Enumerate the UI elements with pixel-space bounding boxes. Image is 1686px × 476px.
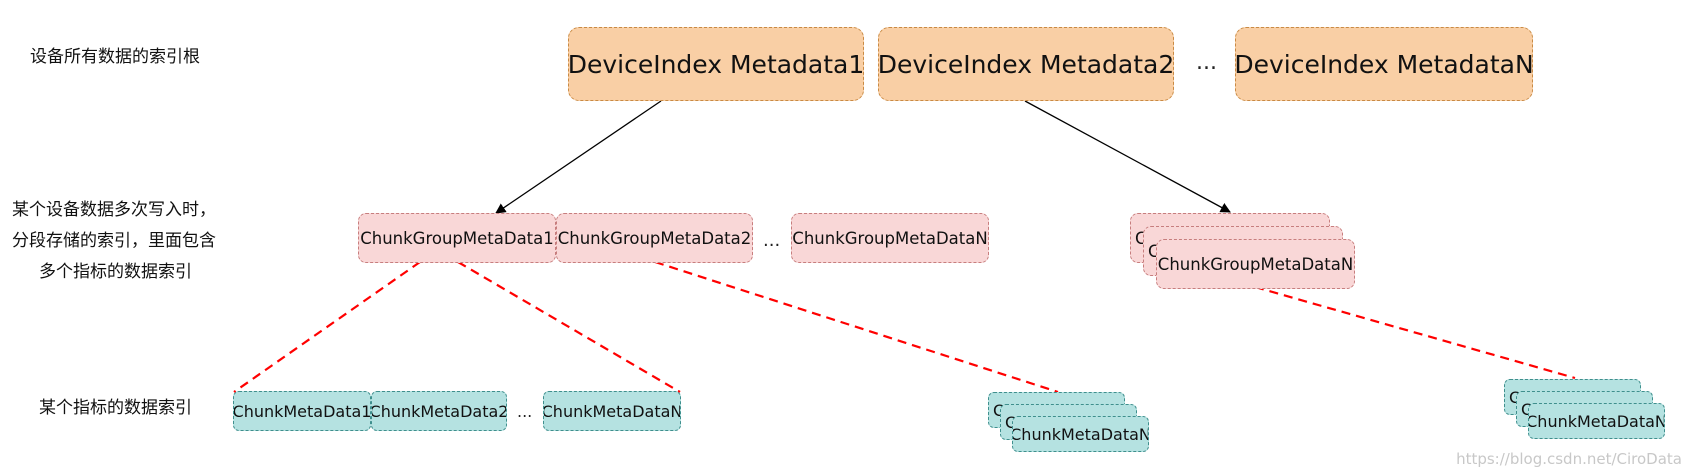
chunk-index-label: 某个指标的数据索引 [39, 398, 192, 418]
chunk-group-metadata-n: ChunkGroupMetaDataN [791, 213, 989, 263]
chunk-group-stack-front: ChunkGroupMetaDataN [1156, 239, 1355, 289]
chunk-metadata-1: ChunkMetaData1 [233, 391, 371, 431]
arrow-metadata2-to-chunkgroup-stack [1024, 100, 1231, 213]
chunk-stack-a-front: ChunkMetaDataN [1012, 416, 1149, 452]
chunk-group-ellipsis: ... [763, 230, 781, 251]
arrow-metadata1-to-chunkgroup1 [495, 100, 662, 214]
chunk-group-label-line-3: 多个指标的数据索引 [39, 262, 192, 282]
chunk-metadata-2: ChunkMetaData2 [371, 391, 507, 431]
chunk-metadata-n: ChunkMetaDataN [543, 391, 681, 431]
chunk-group-metadata-1: ChunkGroupMetaData1 [358, 213, 556, 263]
chunk-group-label-line-2: 分段存储的索引，里面包含 [12, 231, 216, 251]
chunk-group-label-line-1: 某个设备数据多次写入时， [12, 200, 216, 220]
dashed-link-group2-to-chunk-stack [654, 260, 1059, 394]
chunk-group-metadata-2: ChunkGroupMetaData2 [556, 213, 753, 263]
device-index-metadata-2: DeviceIndex Metadata2 [878, 27, 1174, 101]
device-index-ellipsis: ... [1196, 50, 1217, 75]
device-index-metadata-1: DeviceIndex Metadata1 [568, 27, 864, 101]
root-index-label: 设备所有数据的索引根 [30, 47, 200, 67]
dashed-link-groupstack-to-chunk-stack [1254, 285, 1576, 380]
chunk-stack-b-front: ChunkMetaDataN [1528, 403, 1665, 439]
device-index-metadata-n: DeviceIndex MetadataN [1235, 27, 1533, 101]
chunk-ellipsis: ... [517, 402, 533, 421]
watermark-url: https://blog.csdn.net/CiroData [1456, 450, 1682, 468]
dashed-link-group1-right [457, 261, 681, 393]
dashed-link-group1-left [233, 261, 421, 393]
